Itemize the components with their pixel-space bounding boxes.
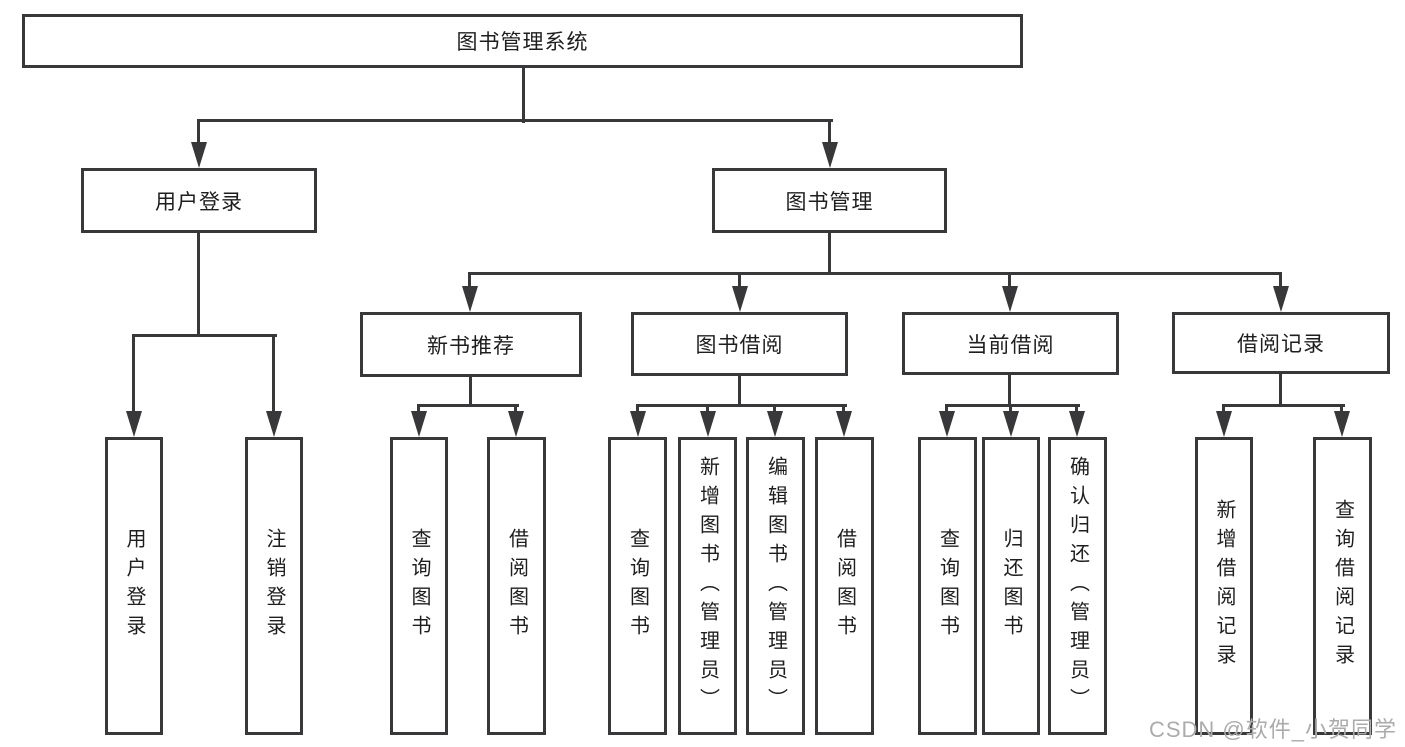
leaf-query-books: 查询图书: [608, 437, 667, 735]
connector-drop: [773, 404, 776, 414]
node-user-login: 用户登录: [81, 168, 317, 233]
node-library-management-system: 图书管理系统: [22, 14, 1023, 68]
node-label: 新增图书（管理员）: [696, 455, 719, 717]
connector-bar: [1222, 404, 1345, 407]
arrow-down-icon: [732, 286, 748, 312]
connector-stem: [1008, 375, 1011, 407]
connector-drop: [1340, 404, 1343, 414]
node-label: 用户登录: [155, 190, 243, 214]
node-label: 借阅图书: [833, 528, 856, 644]
connector-drop: [1075, 404, 1078, 414]
connector-drop: [1222, 404, 1225, 414]
connector-drop: [1008, 272, 1011, 290]
connector-drop: [945, 404, 948, 414]
arrow-down-icon: [411, 411, 427, 437]
arrow-down-icon: [767, 411, 783, 437]
connector-stem: [738, 376, 741, 407]
leaf-query-books: 查询图书: [390, 437, 448, 735]
node-current-borrowing: 当前借阅: [902, 312, 1119, 375]
connector-user-login-stem: [197, 233, 200, 337]
leaf-user-login: 用户登录: [105, 437, 163, 735]
node-label: 查询借阅记录: [1331, 499, 1354, 673]
node-book-management: 图书管理: [712, 168, 947, 233]
arrow-down-icon: [462, 286, 478, 312]
arrow-down-icon: [1069, 411, 1085, 437]
arrow-down-icon: [836, 411, 852, 437]
leaf-logout-login: 注销登录: [245, 437, 303, 735]
node-book-borrowing: 图书借阅: [631, 312, 848, 376]
connector-root-stem: [522, 68, 525, 123]
node-label: 确认归还（管理员）: [1066, 455, 1089, 717]
leaf-borrow-books: 借阅图书: [815, 437, 874, 735]
arrow-down-icon: [700, 411, 716, 437]
connector-level2-bar: [197, 119, 833, 122]
arrow-down-icon: [191, 142, 207, 168]
connector-bar: [417, 404, 519, 407]
node-label: 查询图书: [626, 528, 649, 644]
connector-drop: [738, 272, 741, 290]
connector-drop: [842, 404, 845, 414]
node-label: 查询图书: [408, 528, 430, 644]
connector-drop: [828, 119, 831, 145]
connector-user-login-bar: [132, 334, 277, 337]
arrow-down-icon: [630, 411, 646, 437]
connector-drop: [468, 272, 471, 290]
arrow-down-icon: [1216, 411, 1232, 437]
connector-drop: [1279, 272, 1282, 290]
arrow-down-icon: [266, 411, 282, 437]
arrow-down-icon: [1003, 411, 1019, 437]
node-label: 借阅记录: [1237, 333, 1325, 356]
leaf-borrow-books: 借阅图书: [487, 437, 546, 735]
connector-stem: [469, 377, 472, 407]
node-label: 借阅图书: [505, 528, 528, 644]
leaf-query-borrow-record: 查询借阅记录: [1313, 437, 1372, 735]
leaf-add-books-admin: 新增图书（管理员）: [678, 437, 737, 735]
node-label: 编辑图书（管理员）: [764, 455, 787, 717]
node-label: 图书管理: [785, 190, 874, 214]
arrow-down-icon: [939, 411, 955, 437]
node-label: 新书推荐: [427, 334, 515, 358]
connector-stem: [1279, 374, 1282, 407]
connector-drop: [706, 404, 709, 414]
connector-drop: [1009, 404, 1012, 414]
node-label: 查询图书: [936, 528, 959, 644]
csdn-watermark: CSDN @软件_小贺同学: [1148, 717, 1397, 742]
connector-level3-bar: [468, 272, 1282, 275]
leaf-edit-books-admin: 编辑图书（管理员）: [746, 437, 805, 735]
arrow-down-icon: [126, 411, 142, 437]
connector-drop: [417, 404, 420, 414]
arrow-down-icon: [1273, 286, 1289, 312]
connector-bar: [636, 404, 847, 407]
node-label: 图书管理系统: [456, 31, 589, 54]
node-label: 用户登录: [123, 528, 145, 644]
connector-drop: [636, 404, 639, 414]
leaf-confirm-return-admin: 确认归还（管理员）: [1048, 437, 1107, 735]
arrow-down-icon: [1002, 286, 1018, 312]
leaf-return-books: 归还图书: [982, 437, 1040, 735]
leaf-query-books: 查询图书: [918, 437, 977, 735]
arrow-down-icon: [1334, 411, 1350, 437]
connector-drop: [514, 404, 517, 414]
node-borrowing-records: 借阅记录: [1172, 312, 1390, 374]
arrow-down-icon: [822, 142, 838, 168]
arrow-down-icon: [508, 411, 524, 437]
node-label: 归还图书: [1000, 528, 1022, 644]
connector-drop: [132, 334, 135, 414]
connector-book-mgmt-stem: [828, 232, 831, 275]
connector-drop: [197, 119, 200, 145]
node-new-book-recommendation: 新书推荐: [360, 312, 582, 377]
node-label: 图书借阅: [695, 334, 784, 357]
leaf-add-borrow-record: 新增借阅记录: [1195, 437, 1253, 735]
node-label: 新增借阅记录: [1213, 499, 1235, 673]
node-label: 当前借阅: [966, 333, 1055, 357]
connector-bar: [945, 404, 1080, 407]
node-label: 注销登录: [263, 528, 285, 644]
connector-drop: [272, 334, 275, 414]
